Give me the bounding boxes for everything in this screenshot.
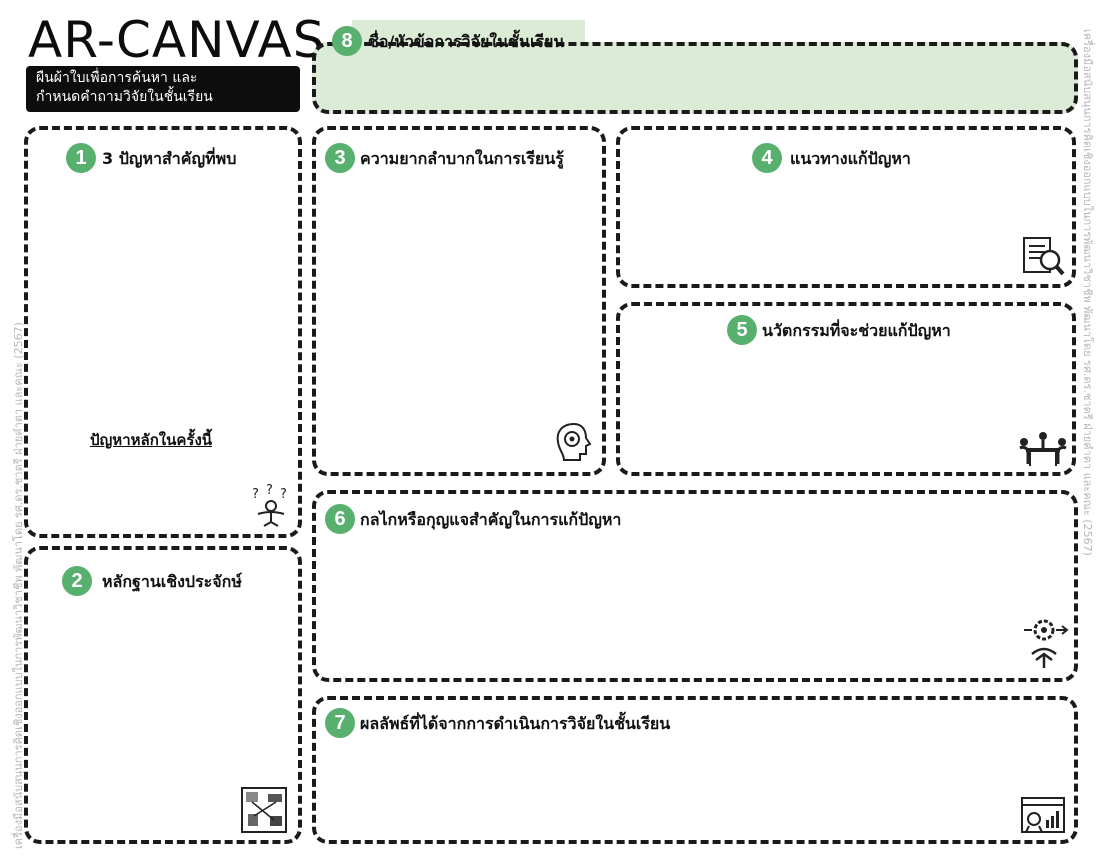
- right-credit-text: เครื่องมือสนับสนุนการคิดเชิงออกแบบในการพ…: [1081, 29, 1094, 556]
- panel-key-mechanism[interactable]: [312, 490, 1078, 682]
- subtitle-line-1: ผืนผ้าใบเพื่อการค้นหา และ: [36, 70, 198, 86]
- badge-1: 1: [66, 143, 96, 173]
- svg-text:?: ?: [252, 487, 259, 502]
- panel-solution-approach[interactable]: [616, 126, 1076, 288]
- badge-6: 6: [325, 504, 355, 534]
- app-logo: AR-CANVAS: [28, 11, 326, 69]
- badge-8: 8: [332, 26, 362, 56]
- main-problem-label: ปัญหาหลักในครั้งนี้: [90, 431, 213, 449]
- panel-5-title: นวัตกรรมที่จะช่วยแก้ปัญหา: [762, 321, 951, 340]
- badge-5: 5: [727, 315, 757, 345]
- document-magnifier-icon: [1023, 237, 1065, 276]
- panel-learning-difficulty[interactable]: [312, 126, 606, 476]
- badge-4: 4: [752, 143, 782, 173]
- panel-research-title[interactable]: [312, 42, 1078, 114]
- gear-key-hands-icon: [1024, 619, 1069, 668]
- evidence-board-icon: [241, 787, 287, 833]
- svg-text:?: ?: [280, 487, 287, 502]
- brain-gear-icon: [556, 422, 592, 461]
- confused-person-icon: ? ? ?: [252, 484, 287, 527]
- panel-1-title: 3 ปัญหาสำคัญที่พบ: [102, 149, 237, 168]
- badge-7: 7: [325, 708, 355, 738]
- badge-2: 2: [62, 566, 92, 596]
- panel-key-problems[interactable]: [24, 126, 302, 538]
- badge-3: 3: [325, 143, 355, 173]
- panel-research-results[interactable]: [312, 696, 1078, 844]
- canvas-subtitle: ผืนผ้าใบเพื่อการค้นหา และ กำหนดคำถามวิจั…: [26, 66, 300, 112]
- panel-7-title: ผลลัพธ์ที่ได้จากการดำเนินการวิจัยในชั้นเ…: [360, 714, 671, 733]
- panel-innovation[interactable]: [616, 302, 1076, 476]
- panel-8-title: ชื่อ/หัวข้อการวิจัยในชั้นเรียน: [368, 32, 565, 51]
- panel-4-title: แนวทางแก้ปัญหา: [790, 149, 911, 168]
- panel-2-title: หลักฐานเชิงประจักษ์: [102, 572, 242, 591]
- svg-text:?: ?: [266, 484, 273, 498]
- team-innovation-icon: [1019, 432, 1067, 466]
- panel-6-title: กลไกหรือกุญแจสำคัญในการแก้ปัญหา: [360, 510, 622, 529]
- subtitle-line-2: กำหนดคำถามวิจัยในชั้นเรียน: [36, 89, 213, 105]
- panel-3-title: ความยากลำบากในการเรียนรู้: [360, 149, 564, 168]
- results-chart-icon: [1021, 797, 1065, 833]
